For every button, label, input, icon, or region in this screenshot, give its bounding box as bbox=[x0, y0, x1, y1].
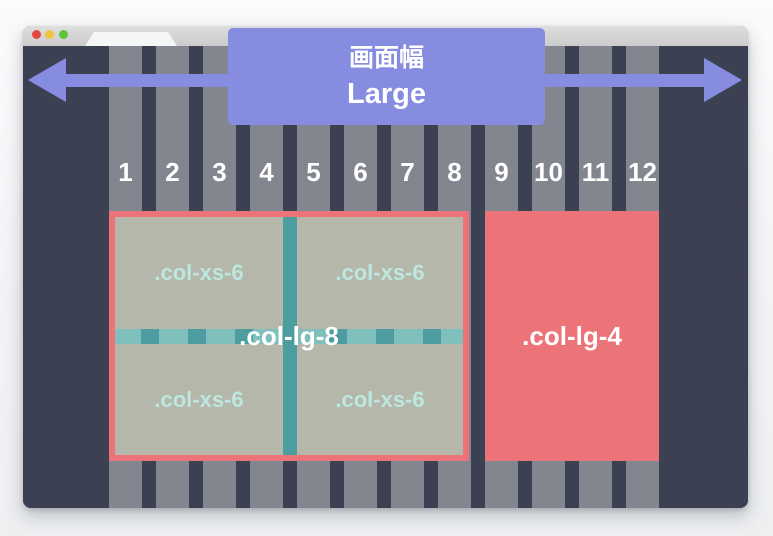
gutter-mark bbox=[376, 329, 394, 344]
banner-title: 画面幅 bbox=[348, 43, 424, 72]
col-lg-4-label: .col-lg-4 bbox=[522, 320, 622, 351]
grid-column-number: 10 bbox=[534, 157, 563, 187]
window-minimize-button-icon[interactable] bbox=[45, 30, 54, 39]
col-xs-6-box-top-left: .col-xs-6 bbox=[115, 217, 283, 329]
col-xs-6-box-bottom-left: .col-xs-6 bbox=[115, 344, 283, 455]
browser-window: 1 2 3 4 5 6 7 8 9 10 11 12 bbox=[23, 26, 748, 508]
col-xs-6-label: .col-xs-6 bbox=[335, 260, 425, 285]
arrow-right-head-icon bbox=[704, 58, 742, 102]
grid-column-number: 6 bbox=[353, 157, 368, 187]
screen-width-banner: 画面幅 Large bbox=[228, 28, 545, 125]
col-xs-6-label: .col-xs-6 bbox=[335, 386, 425, 412]
grid-column-number: 3 bbox=[212, 157, 227, 187]
grid-column-number: 7 bbox=[400, 157, 415, 187]
banner-subtitle: Large bbox=[347, 77, 426, 110]
vertical-gutter-strip bbox=[283, 217, 297, 455]
grid-column-number: 11 bbox=[581, 157, 610, 187]
grid-column-number: 8 bbox=[447, 157, 462, 187]
grid-column-number: 2 bbox=[165, 157, 180, 187]
col-xs-6-label: .col-xs-6 bbox=[154, 386, 244, 412]
gutter-mark bbox=[141, 329, 159, 344]
gutter-mark bbox=[329, 329, 347, 344]
window-zoom-button-icon[interactable] bbox=[59, 30, 68, 39]
col-xs-6-label: .col-xs-6 bbox=[154, 260, 244, 285]
grid-column-number: 12 bbox=[628, 157, 657, 187]
grid-column-number: 1 bbox=[118, 157, 133, 187]
grid-column-number: 9 bbox=[494, 157, 509, 187]
gutter-mark bbox=[423, 329, 441, 344]
window-close-button-icon[interactable] bbox=[32, 30, 41, 39]
arrow-left-head-icon bbox=[28, 58, 66, 102]
col-lg-4-box: .col-lg-4 bbox=[485, 211, 659, 461]
gutter-mark bbox=[188, 329, 206, 344]
grid-column-number: 5 bbox=[306, 157, 321, 187]
grid-column-number: 4 bbox=[259, 157, 274, 187]
col-xs-6-box-bottom-right: .col-xs-6 bbox=[297, 344, 463, 455]
gutter-mark bbox=[235, 329, 253, 344]
col-lg-8-container: .col-xs-6 .col-xs-6 .col-xs-6 .col-xs-6 … bbox=[109, 211, 469, 461]
col-xs-6-box-top-right: .col-xs-6 bbox=[297, 217, 463, 329]
col-lg-8-inner: .col-xs-6 .col-xs-6 .col-xs-6 .col-xs-6 … bbox=[115, 217, 463, 455]
browser-tab[interactable] bbox=[85, 32, 177, 46]
